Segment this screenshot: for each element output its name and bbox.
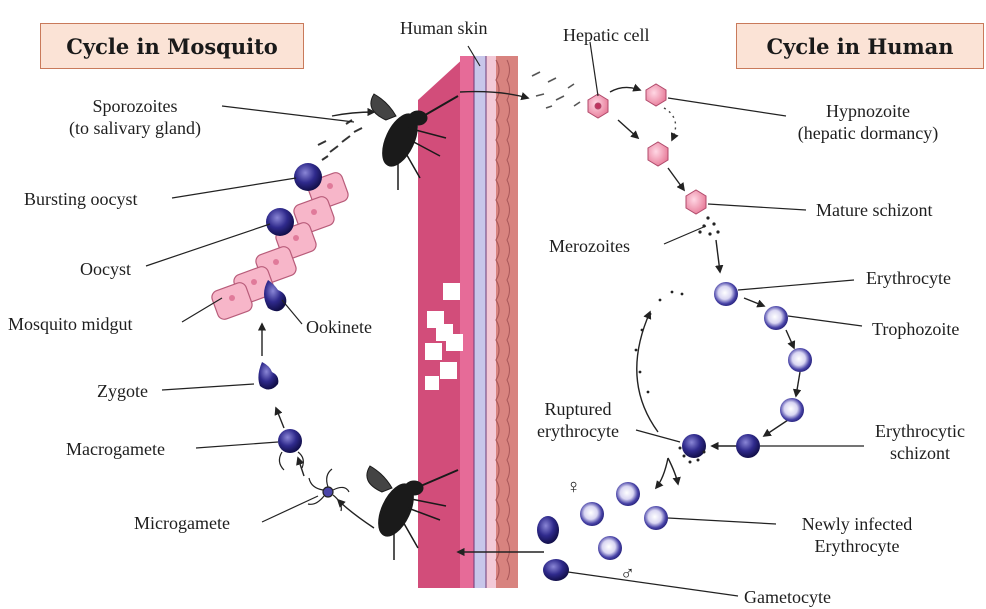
hypnozoite-label: Hypnozoite (hepatic dormancy) — [780, 100, 956, 144]
oocyst-label: Oocyst — [80, 258, 131, 280]
erythrocytic-label-line1: Erythrocytic — [860, 420, 980, 442]
ruptured-erythrocyte-shape — [682, 434, 706, 458]
merozoites-label: Merozoites — [549, 235, 630, 257]
female-symbol-icon: ♀ — [566, 476, 581, 498]
white-mark — [425, 376, 439, 390]
ruptured-label-line1: Ruptured — [516, 398, 640, 420]
ring-stage-shape — [788, 348, 812, 372]
white-mark — [425, 343, 442, 360]
ookinete-shape — [264, 280, 286, 311]
human-sporozoite-dashes — [532, 72, 580, 108]
microgamete-label: Microgamete — [134, 512, 230, 534]
skin-blue-layer — [474, 56, 486, 588]
male-symbol-icon: ♂ — [620, 563, 635, 585]
hypnozoite-label-line2: (hepatic dormancy) — [780, 122, 956, 144]
newly-infected-erythrocyte-shape — [644, 506, 668, 530]
erythrocyte-shape — [580, 502, 604, 526]
sporozoites-label-line2: (to salivary gland) — [40, 117, 230, 139]
hepatic-cells — [588, 84, 706, 214]
dormancy-dotted-arrow — [664, 108, 676, 140]
mature-schizont-label: Mature schizont — [816, 199, 932, 221]
hepatic-cell-label: Hepatic cell — [563, 24, 649, 46]
human-cycle-header: Cycle in Human — [736, 23, 984, 69]
sporozoites-label: Sporozoites (to salivary gland) — [40, 95, 230, 139]
hypnozoite-label-line1: Hypnozoite — [780, 100, 956, 122]
ruptured-erythrocyte-label: Ruptured erythrocyte — [516, 398, 640, 442]
erythrocyte-shape — [598, 536, 622, 560]
newly-infected-erythrocyte-label: Newly infected Erythrocyte — [772, 513, 942, 557]
erythrocytic-schizont-shape — [736, 434, 760, 458]
male-gametocyte-shape — [543, 559, 569, 581]
bursting-oocyst-shape — [294, 163, 322, 191]
white-mark — [446, 334, 463, 351]
newly-infected-label-line1: Newly infected — [772, 513, 942, 535]
sporozoite-dashes — [318, 120, 362, 160]
oocyst-shape — [266, 208, 294, 236]
erythrocyte-shape — [616, 482, 640, 506]
erythrocytic-schizont-label: Erythrocytic schizont — [860, 420, 980, 464]
sporozoites-label-line1: Sporozoites — [40, 95, 230, 117]
erythrocytic-label-line2: schizont — [860, 442, 980, 464]
zygote-label: Zygote — [97, 380, 148, 402]
trophozoite-label: Trophozoite — [872, 318, 959, 340]
skin-outer-layer — [460, 56, 474, 588]
erythrocyte-shape — [714, 282, 738, 306]
mosquito-cycle-header: Cycle in Mosquito — [40, 23, 304, 69]
late-trophozoite-shape — [780, 398, 804, 422]
erythrocyte-label: Erythrocyte — [866, 267, 951, 289]
hypnozoite-shape — [646, 84, 666, 106]
ruptured-label-line2: erythrocyte — [516, 420, 640, 442]
newly-infected-label-line2: Erythrocyte — [772, 535, 942, 557]
merozoite-dots — [698, 216, 719, 235]
macrogamete-shape — [278, 429, 302, 453]
mature-schizont-shape — [686, 190, 706, 214]
developing-schizont-shape — [648, 142, 668, 166]
trophozoite-shape — [764, 306, 788, 330]
mosquito-midgut-label: Mosquito midgut — [8, 313, 133, 335]
female-gametocyte-shape — [537, 516, 559, 544]
gametocyte-label: Gametocyte — [744, 586, 831, 608]
human-skin-label: Human skin — [400, 17, 488, 39]
white-mark — [440, 362, 457, 379]
bursting-oocyst-label: Bursting oocyst — [24, 188, 138, 210]
macrogamete-label: Macrogamete — [66, 438, 165, 460]
skin-inner-layer — [486, 56, 496, 588]
ookinete-label: Ookinete — [306, 316, 372, 338]
white-mark — [443, 283, 460, 300]
zygote-shape — [258, 362, 278, 390]
